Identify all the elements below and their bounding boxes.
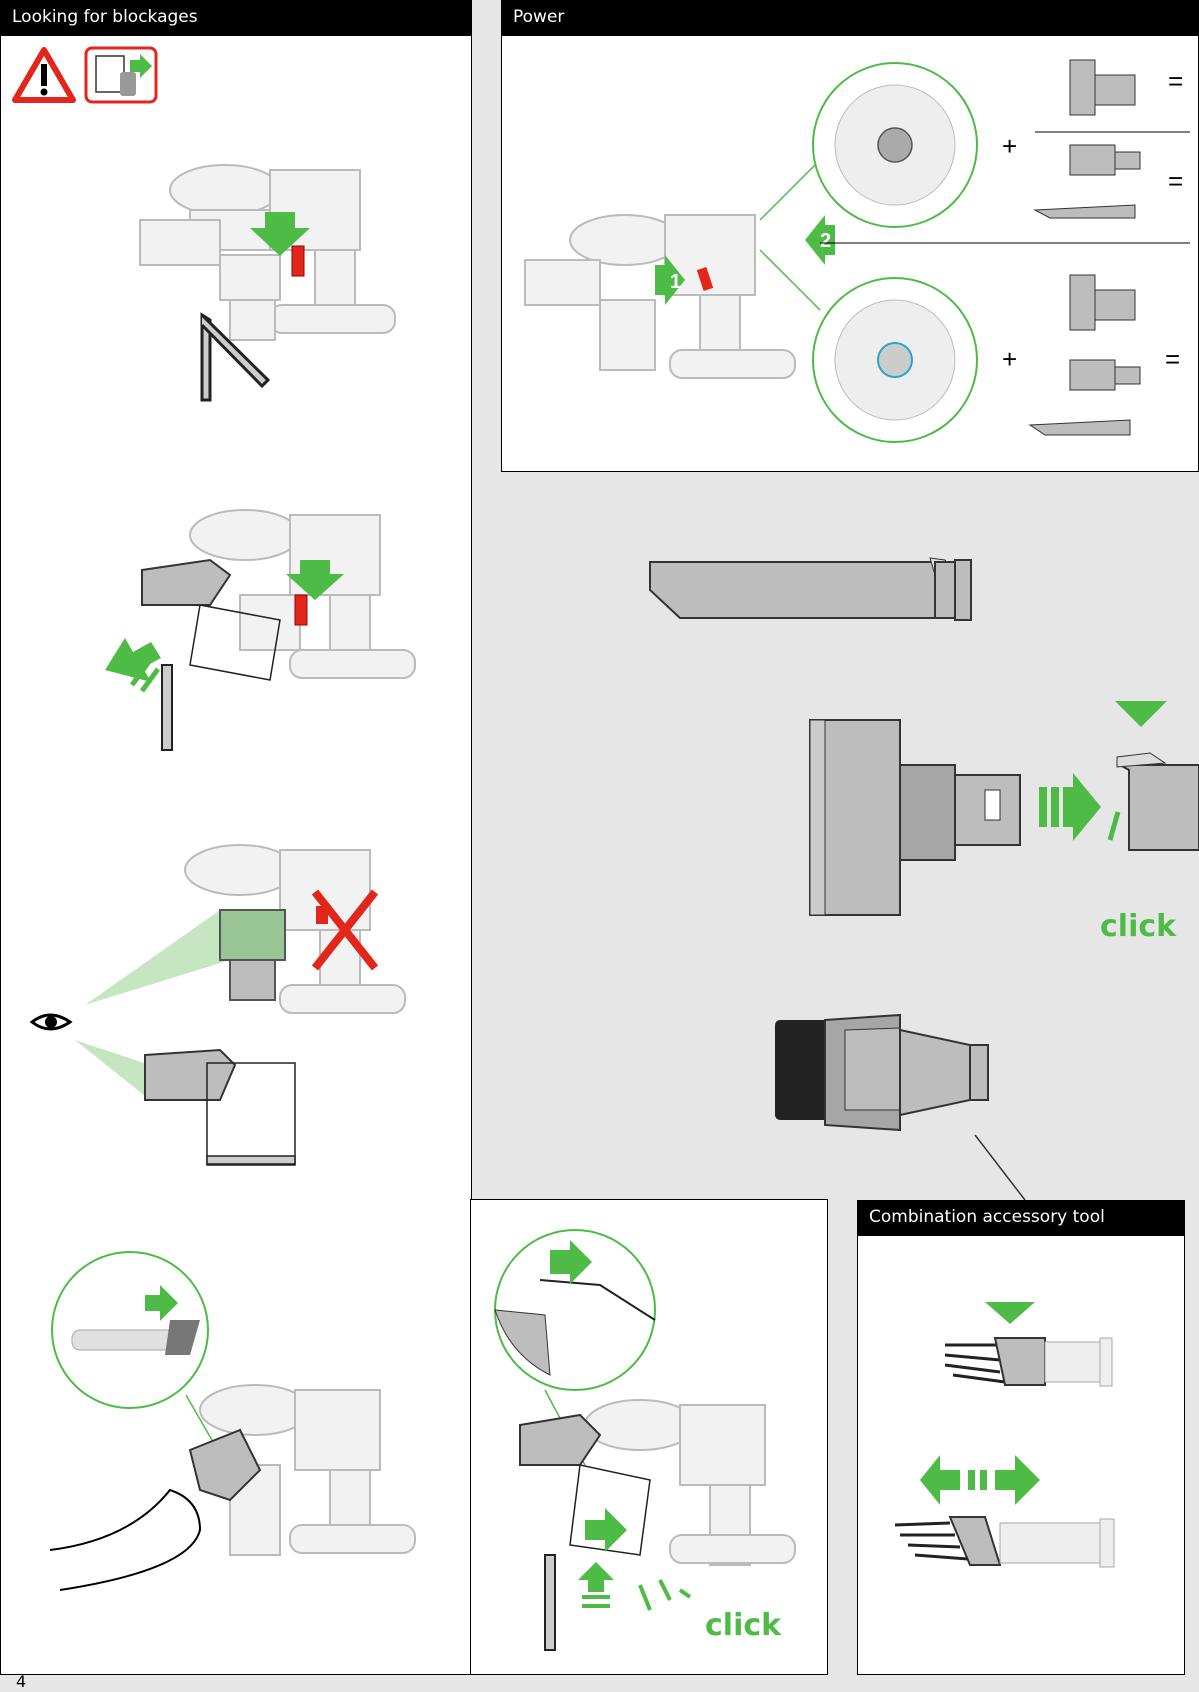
combination-tool-illustration: [775, 1013, 1026, 1201]
unplug-icon: [84, 46, 158, 104]
page-number: 4: [16, 1672, 27, 1691]
red-x-icon: [311, 889, 379, 971]
combo-tool-panel: [857, 1200, 1185, 1675]
reassemble-bin-illustration: click: [494, 1229, 796, 1651]
step2-label: 2: [820, 230, 831, 252]
plus-sign-1: +: [1002, 131, 1017, 161]
equals-sign-2: =: [1168, 166, 1183, 196]
eye-icon: [29, 1013, 73, 1031]
down-arrow-icon: [250, 212, 310, 256]
stair-tool-click-label: click: [1100, 909, 1177, 944]
equals-sign-1: =: [1168, 66, 1183, 96]
stair-tool-illustration: click: [809, 701, 1199, 944]
inspect-bin-illustration: [29, 844, 406, 1166]
green-arrow-icon: [105, 638, 161, 682]
power-header: Power: [501, 0, 1199, 36]
vacuum-bin-open-illustration: [105, 509, 416, 751]
brush-clean-illustration: [49, 1251, 416, 1591]
equals-sign-3: =: [1165, 344, 1180, 374]
plus-sign-2: +: [1002, 344, 1017, 374]
vacuum-release-bin-illustration: [139, 164, 396, 402]
power-trigger-illustration: 1 2 + + = = =: [524, 59, 1190, 443]
blockages-header: Looking for blockages: [0, 0, 472, 36]
crevice-tool-illustration: [649, 557, 972, 621]
warning-triangle-icon: [12, 47, 76, 103]
combo-tool-header: Combination accessory tool: [857, 1200, 1185, 1236]
combo-tool-brush-mode: [944, 1302, 1113, 1387]
click-label: click: [705, 1608, 782, 1643]
combo-tool-nozzle-mode: [894, 1455, 1115, 1568]
step1-label: 1: [670, 271, 681, 293]
